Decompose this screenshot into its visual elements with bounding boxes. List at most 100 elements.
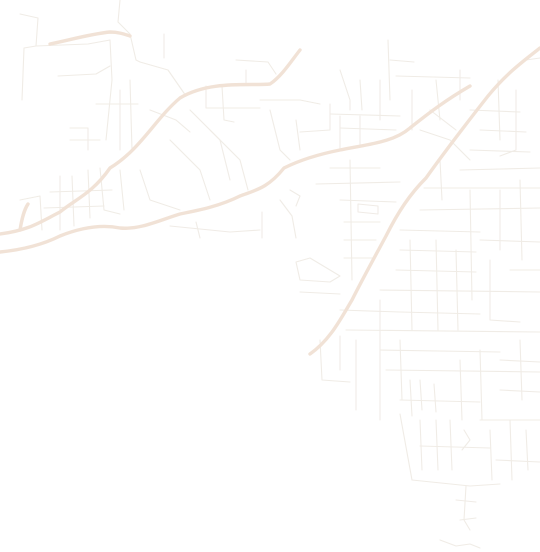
minor-road xyxy=(35,39,111,47)
minor-road xyxy=(289,189,301,207)
minor-road xyxy=(419,207,540,211)
minor-road xyxy=(259,99,321,105)
highway xyxy=(0,48,302,236)
minor-road xyxy=(315,181,401,185)
minor-road xyxy=(69,127,89,151)
minor-road xyxy=(339,127,397,131)
minor-road xyxy=(339,199,397,203)
major-roads xyxy=(0,30,540,356)
minor-road xyxy=(419,129,471,161)
minor-road xyxy=(509,419,513,481)
minor-road xyxy=(461,429,471,451)
minor-road xyxy=(19,13,39,101)
minor-road xyxy=(495,459,540,463)
minor-road xyxy=(399,229,481,233)
minor-roads xyxy=(19,0,540,549)
minor-road xyxy=(169,139,211,201)
minor-road xyxy=(205,85,261,109)
minor-road xyxy=(339,69,351,111)
minor-road xyxy=(455,249,459,331)
minor-road xyxy=(329,113,401,117)
minor-road xyxy=(459,359,463,421)
minor-road xyxy=(399,413,501,487)
minor-road xyxy=(339,309,481,315)
minor-road xyxy=(389,59,415,63)
minor-road xyxy=(119,169,125,211)
minor-road xyxy=(399,399,481,403)
minor-road xyxy=(269,109,291,161)
minor-road xyxy=(435,239,439,331)
minor-road xyxy=(129,79,133,151)
minor-road xyxy=(319,339,351,383)
highway xyxy=(0,84,472,254)
minor-road xyxy=(439,539,481,549)
minor-road xyxy=(433,383,437,413)
minor-road xyxy=(519,179,523,261)
minor-road xyxy=(359,79,363,111)
minor-road xyxy=(489,429,493,481)
minor-road xyxy=(299,103,331,133)
minor-road xyxy=(479,349,483,421)
minor-road xyxy=(439,159,443,201)
minor-road xyxy=(419,419,423,471)
minor-road xyxy=(479,239,540,243)
minor-road xyxy=(489,259,521,323)
minor-road xyxy=(395,75,471,79)
minor-road xyxy=(235,59,277,75)
minor-road xyxy=(19,195,43,231)
minor-road xyxy=(399,249,477,253)
minor-road xyxy=(435,419,439,471)
arterial-road xyxy=(48,30,132,46)
minor-road xyxy=(195,221,201,239)
minor-road xyxy=(357,203,379,215)
minor-road xyxy=(209,129,249,191)
minor-road xyxy=(459,167,540,171)
minor-road xyxy=(499,389,540,393)
arterial-road xyxy=(18,202,30,232)
minor-road xyxy=(139,169,181,211)
minor-road xyxy=(395,269,477,273)
minor-road xyxy=(409,239,413,331)
minor-road xyxy=(419,445,491,449)
minor-road xyxy=(345,329,540,333)
minor-road xyxy=(429,109,457,131)
minor-road xyxy=(497,79,501,141)
minor-road xyxy=(469,189,473,301)
minor-road xyxy=(117,0,141,63)
minor-road xyxy=(525,429,529,471)
minor-road xyxy=(57,65,111,77)
minor-road xyxy=(463,485,471,531)
minor-road xyxy=(435,79,441,121)
minor-road xyxy=(169,225,261,233)
minor-road xyxy=(87,169,91,219)
minor-road xyxy=(385,369,540,373)
minor-road xyxy=(221,85,235,123)
minor-road xyxy=(299,291,341,295)
minor-road xyxy=(295,257,341,283)
minor-road xyxy=(105,39,113,141)
minor-road xyxy=(349,159,353,281)
minor-road xyxy=(479,129,527,133)
minor-road xyxy=(387,39,391,101)
minor-road xyxy=(49,189,113,193)
minor-road xyxy=(469,149,531,153)
arterial-road xyxy=(308,46,540,356)
minor-road xyxy=(499,359,540,363)
minor-road xyxy=(279,199,297,239)
minor-road xyxy=(459,517,477,521)
minor-road xyxy=(379,289,540,293)
minor-road xyxy=(455,499,477,503)
minor-road xyxy=(139,61,187,97)
minor-road xyxy=(409,379,413,417)
minor-road xyxy=(525,57,540,61)
minor-road xyxy=(379,349,501,353)
minor-road xyxy=(149,109,191,133)
minor-road xyxy=(499,89,517,157)
minor-road xyxy=(449,419,453,471)
minor-road xyxy=(99,167,121,215)
minor-road xyxy=(295,119,301,151)
minor-road xyxy=(43,205,105,209)
minor-road xyxy=(419,379,423,411)
